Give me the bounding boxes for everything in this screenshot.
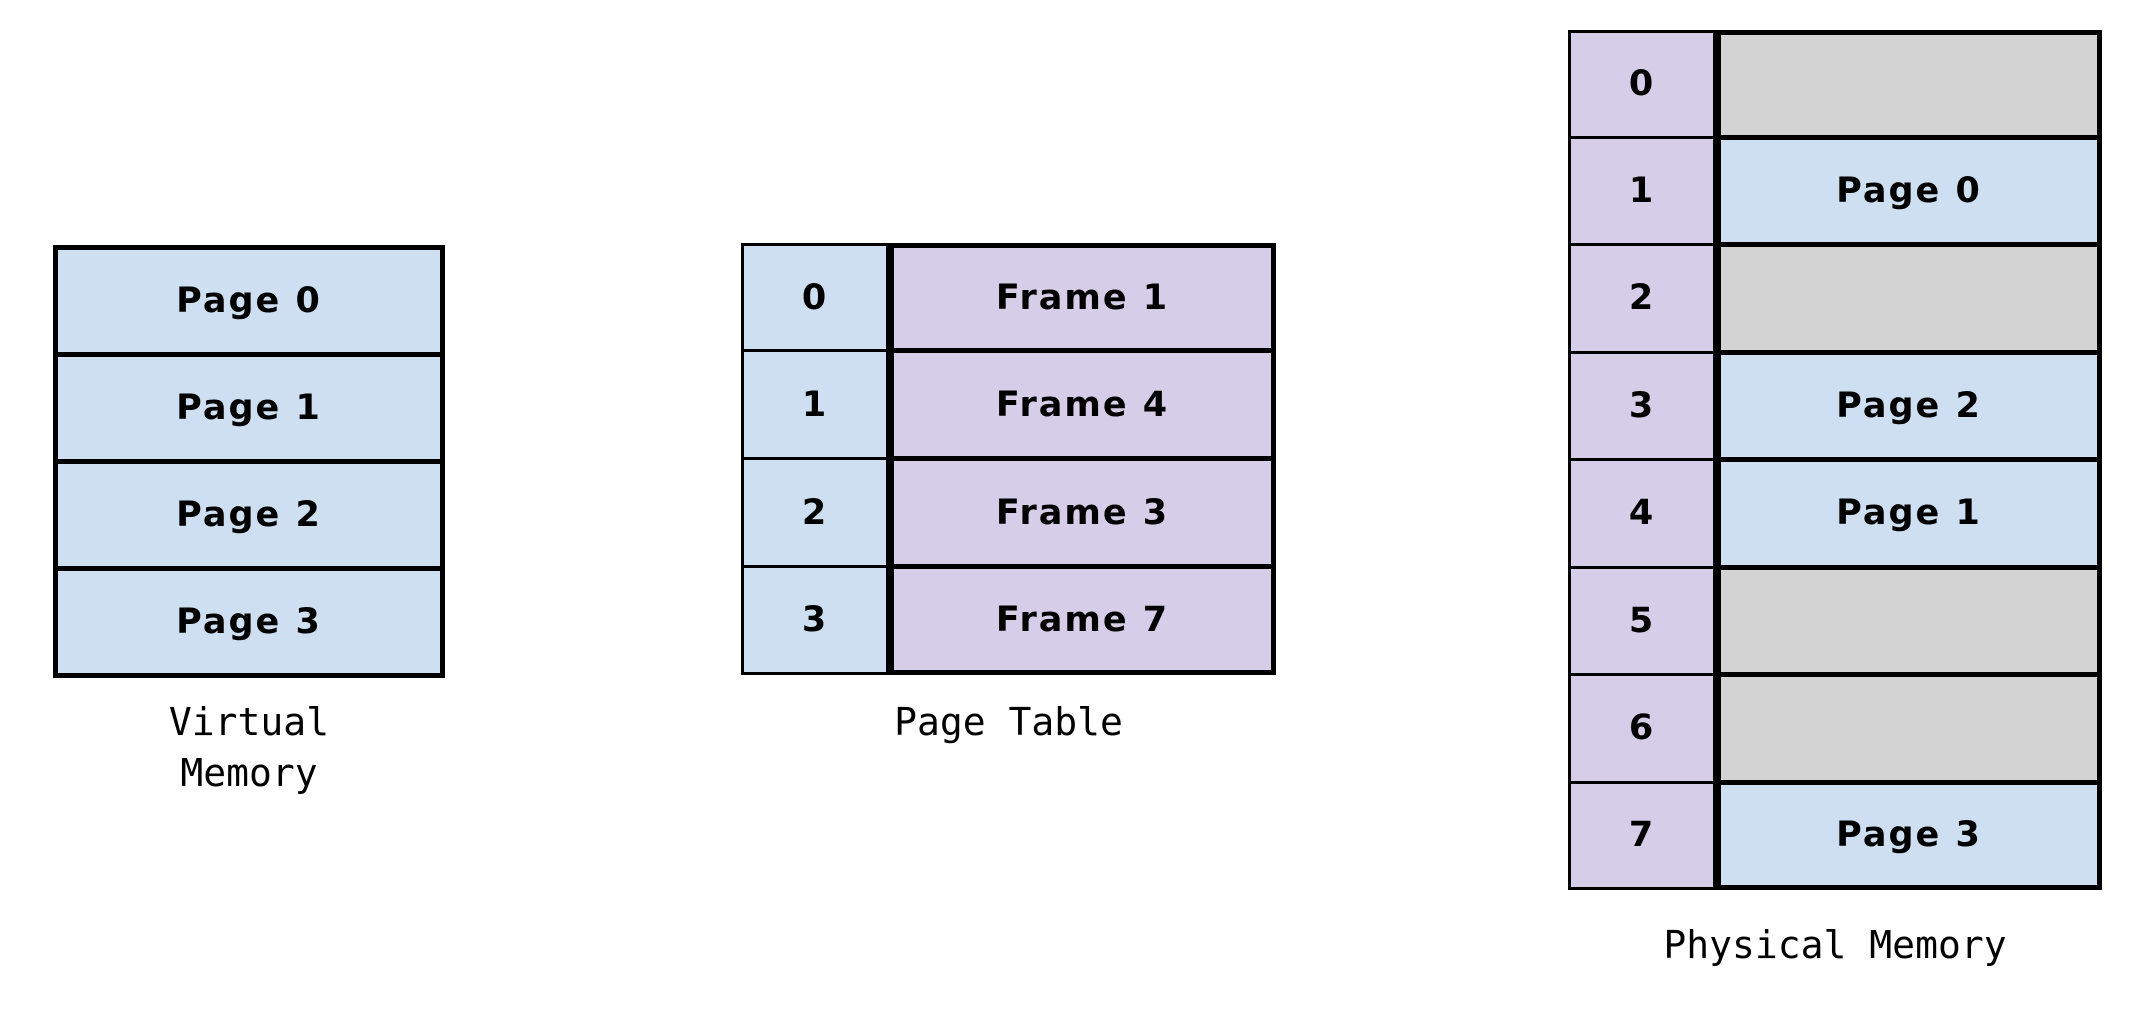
physical-memory-frame-cell <box>1716 242 2102 353</box>
physical-memory-frame-label: Page 3 <box>1836 814 1982 855</box>
virtual-memory-block: Page 0 Page 1 Page 2 Page 3 <box>53 245 445 678</box>
physical-memory-frame-cell: Page 3 <box>1716 779 2102 890</box>
page-table-caption: Page Table <box>894 700 1123 744</box>
page-table-block: 0 Frame 1 1 Frame 4 2 Frame 3 3 <box>741 243 1276 675</box>
physical-memory-frame-cell: Page 0 <box>1716 134 2102 245</box>
page-table-index-cell: 2 <box>741 457 889 567</box>
virtual-memory-row: Page 0 <box>53 245 445 355</box>
page-table-frame-cell: Frame 3 <box>889 456 1276 567</box>
page-table-frame-label: Frame 1 <box>995 278 1170 318</box>
physical-memory-index-label: 7 <box>1628 815 1656 856</box>
physical-memory-index-label: 5 <box>1628 600 1656 641</box>
physical-memory-frame-label: Page 2 <box>1836 385 1982 426</box>
page-table-index-label: 0 <box>801 277 829 318</box>
physical-memory-frame-label: Page 1 <box>1836 493 1982 534</box>
page-table-row: 1 Frame 4 <box>741 348 1276 459</box>
page-table-frame-label: Frame 7 <box>995 599 1170 640</box>
page-table-frame-cell: Frame 1 <box>889 243 1276 351</box>
physical-memory-row: 0 <box>1568 30 2102 138</box>
virtual-memory-page-label: Page 0 <box>176 281 322 321</box>
physical-memory-index-cell: 7 <box>1568 780 1716 890</box>
physical-memory-frame-cell <box>1716 672 2102 783</box>
physical-memory-index-label: 4 <box>1628 493 1656 534</box>
physical-memory-index-cell: 6 <box>1568 673 1716 783</box>
physical-memory-index-cell: 2 <box>1568 243 1716 353</box>
physical-memory-index-label: 2 <box>1628 278 1656 319</box>
physical-memory-index-label: 1 <box>1628 170 1656 211</box>
physical-memory-index-label: 0 <box>1628 64 1656 105</box>
page-table-frame-label: Frame 4 <box>995 384 1170 425</box>
physical-memory-index-cell: 3 <box>1568 350 1716 460</box>
physical-memory-frame-cell <box>1716 30 2102 138</box>
page-table-frame-cell: Frame 4 <box>889 348 1276 459</box>
page-table-row: 0 Frame 1 <box>741 243 1276 351</box>
page-table-index-label: 3 <box>801 600 829 640</box>
physical-memory-frame-cell <box>1716 564 2102 675</box>
page-table-frame-cell: Frame 7 <box>889 564 1276 675</box>
virtual-memory-page-label: Page 3 <box>176 602 322 642</box>
page-table-index-cell: 1 <box>741 349 889 459</box>
physical-memory-row: 1 Page 0 <box>1568 134 2102 245</box>
virtual-memory-page-label: Page 2 <box>176 495 322 535</box>
physical-memory-row: 2 <box>1568 242 2102 353</box>
physical-memory-row: 5 <box>1568 564 2102 675</box>
page-table-index-label: 1 <box>801 384 829 425</box>
physical-memory-index-label: 3 <box>1628 385 1656 426</box>
physical-memory-row: 6 <box>1568 672 2102 783</box>
virtual-memory-row: Page 2 <box>53 459 445 569</box>
physical-memory-row: 3 Page 2 <box>1568 349 2102 460</box>
page-table-index-cell: 0 <box>741 243 889 351</box>
physical-memory-row: 7 Page 3 <box>1568 779 2102 890</box>
physical-memory-index-cell: 4 <box>1568 458 1716 568</box>
physical-memory-block: 0 1 Page 0 2 3 <box>1568 30 2102 890</box>
physical-memory-index-cell: 0 <box>1568 30 1716 138</box>
physical-memory-frame-cell: Page 1 <box>1716 457 2102 568</box>
physical-memory-frame-cell: Page 2 <box>1716 349 2102 460</box>
physical-memory-row: 4 Page 1 <box>1568 457 2102 568</box>
physical-memory-frame-label: Page 0 <box>1836 170 1982 211</box>
page-table-frame-label: Frame 3 <box>995 492 1170 533</box>
physical-memory-index-label: 6 <box>1628 708 1656 749</box>
virtual-memory-page-label: Page 1 <box>176 388 322 428</box>
physical-memory-caption: Physical Memory <box>1663 923 2007 967</box>
virtual-memory-caption: Virtual Memory <box>168 700 330 796</box>
page-table-row: 2 Frame 3 <box>741 456 1276 567</box>
physical-memory-index-cell: 5 <box>1568 565 1716 675</box>
virtual-memory-row: Page 1 <box>53 352 445 462</box>
page-table-index-label: 2 <box>801 492 829 533</box>
virtual-memory-row: Page 3 <box>53 566 445 678</box>
page-table-index-cell: 3 <box>741 565 889 675</box>
physical-memory-index-cell: 1 <box>1568 135 1716 245</box>
page-table-row: 3 Frame 7 <box>741 564 1276 675</box>
